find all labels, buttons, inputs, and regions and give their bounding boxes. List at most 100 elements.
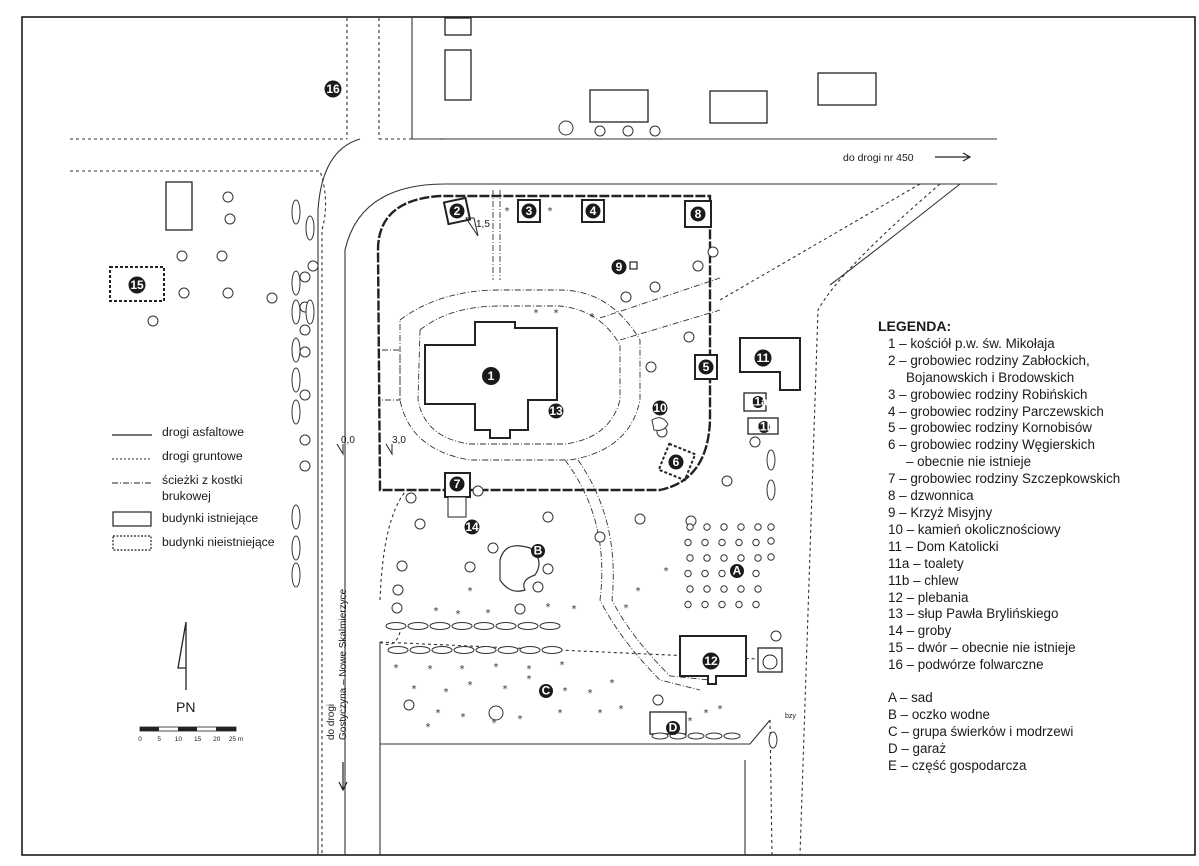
conifer-tree: * [563, 686, 568, 697]
dirt-road-east [719, 183, 921, 301]
marker-disc [698, 359, 714, 375]
marker-disc [585, 203, 601, 219]
legend-title: LEGENDA: [878, 318, 952, 334]
conifer-tree: * [394, 663, 399, 674]
shrub [495, 622, 517, 630]
marker-11a: 11a [748, 395, 768, 409]
orchard-tree [720, 523, 728, 531]
paving-line-icon [112, 482, 152, 484]
marker-E: E [762, 654, 778, 670]
conifer-tree: * [572, 604, 577, 615]
shrub [473, 622, 495, 630]
orchard-tree [686, 554, 694, 562]
marker-12: 12 [702, 652, 720, 670]
marker-C: C [539, 684, 553, 698]
conifers-layer: *************************************** [394, 206, 723, 733]
mission-cross [629, 261, 638, 270]
legend-row-nonexisting: budynki nieistniejące [112, 534, 312, 554]
legend-item: 8 – dzwonnica [888, 488, 974, 504]
shrub [705, 732, 723, 740]
orchard-tree [718, 600, 726, 609]
orchard-tree [754, 585, 762, 593]
shrub [305, 215, 315, 241]
scale-bar [139, 726, 237, 732]
orchard-tree [737, 523, 745, 531]
conifer-tree: * [636, 586, 641, 597]
legend-row-existing: budynki istniejące [112, 510, 312, 530]
marker-3: 3 [521, 203, 537, 219]
conifer-tree: * [426, 722, 431, 733]
orchard-tree [737, 585, 745, 593]
conifer-tree: * [534, 308, 539, 319]
dirt-road [378, 18, 458, 140]
shrub [407, 622, 429, 630]
nonexisting-buildings [109, 266, 697, 482]
shrub [651, 732, 669, 740]
scale-tick-label: 0 [138, 736, 142, 743]
marker-label: C [542, 684, 551, 698]
shrub [291, 299, 301, 325]
scale-tick-label: 10 [175, 736, 183, 743]
asphalt-road-main [344, 183, 997, 855]
orchard-trees [684, 523, 775, 609]
marker-label: 11a [748, 395, 768, 409]
dirt-line-icon [112, 458, 152, 460]
marker-label: 6 [673, 455, 680, 469]
marker-11: 11 [754, 349, 772, 367]
marker-disc [482, 367, 500, 385]
scale-tick-label: 5 [157, 736, 161, 743]
legend-item: 1 – kościół p.w. św. Mikołaja [888, 335, 1055, 351]
legend-item: A – sad [888, 690, 933, 706]
conifer-tree: * [560, 660, 565, 671]
marker-label: 1 [488, 369, 495, 383]
marker-2: 2 [449, 203, 465, 219]
marker-label: 10 [653, 401, 667, 415]
shrub [291, 399, 301, 425]
spot-heights [336, 217, 479, 456]
legend-item: Bojanowskich i Brodowskich [906, 369, 1075, 385]
marker-label: D [669, 721, 678, 735]
orchard-tree [754, 523, 762, 531]
orchard-tree [701, 538, 709, 547]
road-south-line1: do drogi [326, 704, 337, 740]
legend-item: 3 – grobowiec rodziny Robińskich [888, 386, 1088, 402]
conifer-tree: * [468, 586, 473, 597]
conifer-tree: * [688, 716, 693, 727]
conifer-tree: * [598, 708, 603, 719]
marker-label: 13 [549, 404, 563, 418]
shrub [766, 479, 776, 501]
marker-disc [758, 421, 770, 433]
catholic-house-building [739, 337, 801, 391]
shrub [291, 270, 301, 296]
north-arrow-icon [177, 621, 187, 690]
orchard-tree [752, 600, 760, 609]
shrub [409, 646, 431, 654]
legend-asphalt-label: drogi asfaltowe [162, 425, 244, 439]
marker-label: 9 [616, 260, 623, 274]
spot-height-3: 3,0 [392, 435, 406, 446]
asphalt-road-west [317, 138, 361, 855]
pond [499, 545, 540, 592]
shrub [291, 504, 301, 530]
conifer-tree: * [505, 206, 510, 217]
shrub [291, 337, 301, 363]
orchard-tree [703, 554, 711, 562]
shrub [766, 449, 776, 471]
conifer-tree: * [548, 206, 553, 217]
shrub [475, 646, 497, 654]
shrub [497, 646, 519, 654]
gate-label: bzy [785, 713, 796, 720]
legend-existing-label: budynki istniejące [162, 511, 259, 525]
road-south-arrow-icon [338, 762, 348, 792]
marker-disc [128, 276, 146, 294]
marker-5: 5 [698, 359, 714, 375]
conifer-tree: * [718, 704, 723, 715]
orchard-tree [703, 523, 711, 531]
marker-disc [752, 396, 764, 408]
legend-paving-line1: ścieżki z kostki [162, 473, 243, 487]
existing-building-icon [112, 511, 152, 527]
legend-item: 16 – podwórze folwarczne [888, 657, 1044, 673]
orchard-tree [718, 538, 726, 547]
